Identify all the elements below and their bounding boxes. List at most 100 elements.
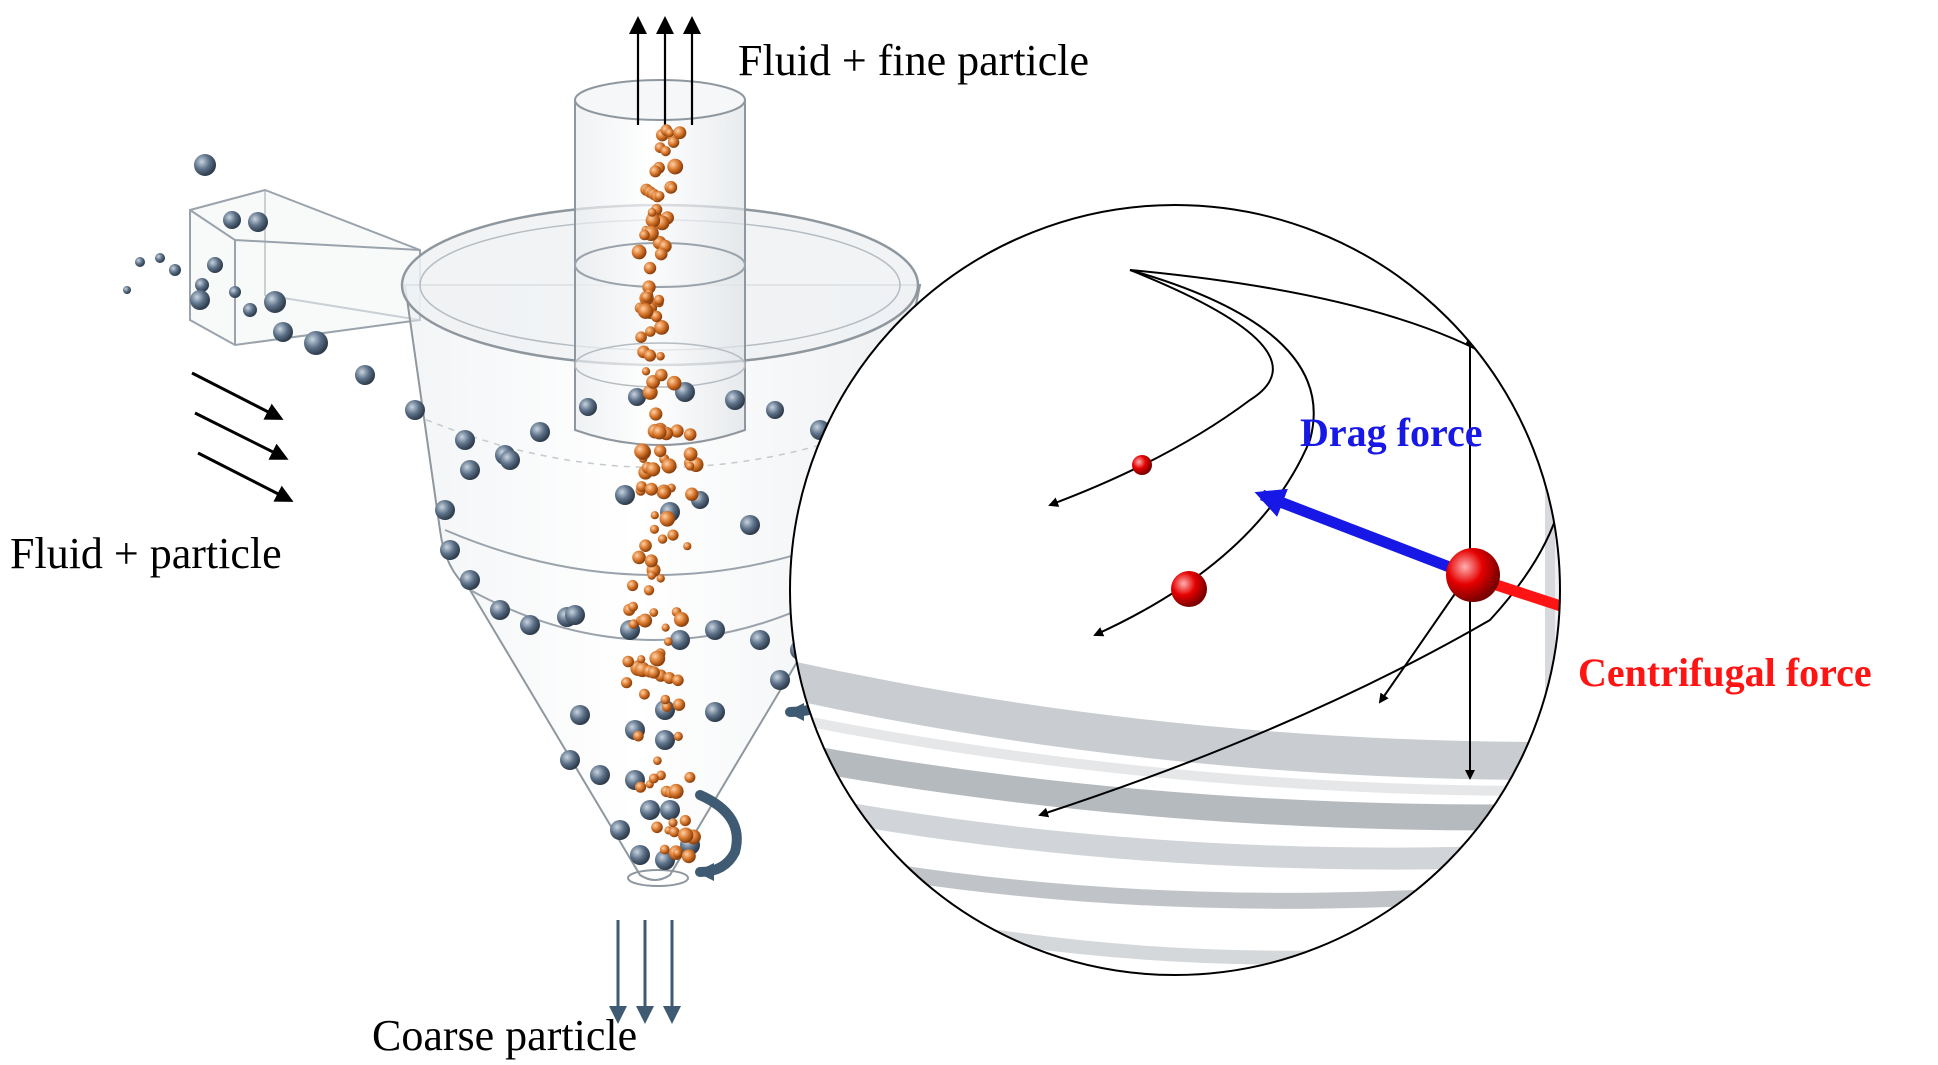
fine-particle — [647, 666, 660, 679]
fine-particle — [646, 462, 661, 477]
fine-particle — [634, 443, 650, 460]
detail-particle-small — [1132, 455, 1152, 475]
fine-particle — [684, 771, 696, 783]
fine-particle — [672, 848, 683, 858]
coarse-particle — [615, 485, 635, 505]
detail-particle-large — [1446, 548, 1500, 602]
coarse-particle — [405, 400, 425, 420]
coarse-particles — [123, 154, 870, 870]
fine-particle — [639, 688, 650, 700]
coarse-particle — [435, 500, 455, 520]
fine-particle — [661, 701, 672, 712]
coarse-particle — [705, 702, 725, 722]
fine-particle — [673, 126, 687, 140]
fine-particle — [647, 207, 657, 217]
fine-particle — [632, 730, 644, 742]
fine-particle — [643, 349, 657, 362]
fine-particle — [659, 511, 676, 527]
fine-particle — [628, 601, 638, 612]
coarse-particle — [579, 398, 597, 416]
coarse-particle — [123, 286, 131, 294]
fine-particle — [678, 827, 694, 843]
coarse-particle — [520, 615, 540, 635]
fine-particle — [679, 815, 691, 827]
coarse-particle — [500, 450, 520, 470]
zoom-detail — [789, 204, 1561, 976]
fine-particle — [621, 677, 633, 689]
coarse-particle — [770, 670, 790, 690]
fine-particles — [621, 124, 704, 864]
coarse-particle — [223, 211, 241, 229]
fine-particle — [660, 694, 671, 705]
fine-particle — [657, 534, 668, 544]
fine-particle — [650, 511, 659, 520]
fine-particle — [647, 571, 656, 580]
fine-particle — [650, 310, 663, 323]
fine-particle — [654, 191, 665, 201]
fine-particle — [632, 550, 646, 565]
fine-particle — [643, 261, 657, 275]
coarse-particle — [490, 600, 510, 620]
coarse-particle — [750, 630, 770, 650]
coarse-particle — [740, 515, 760, 535]
coarse-particle — [705, 620, 725, 640]
fine-particle — [654, 320, 669, 335]
fine-particle — [642, 280, 656, 294]
coarse-particle — [460, 460, 480, 480]
fine-particle — [651, 821, 663, 834]
detail-particle-medium — [1171, 571, 1207, 607]
coarse-particle — [640, 800, 660, 820]
coarse-particle — [207, 257, 223, 273]
coarse-particle — [229, 286, 241, 298]
fine-particle — [667, 158, 684, 175]
outlet-bottom-arrows — [609, 920, 681, 1024]
fine-particle — [637, 655, 646, 664]
coarse-particle — [670, 630, 690, 650]
fine-particle — [668, 783, 684, 799]
coarse-particle — [194, 154, 216, 176]
fine-particle — [649, 165, 662, 178]
coarse-particle — [565, 605, 585, 625]
fine-particle — [666, 375, 682, 391]
inlet-label: Fluid + particle — [10, 529, 282, 578]
fine-particle — [672, 674, 684, 687]
fine-particle — [685, 487, 699, 501]
fine-particle — [645, 326, 656, 337]
centrifugal-force-label: Centrifugal force — [1578, 650, 1872, 695]
fine-particle — [683, 428, 697, 441]
fine-particle — [665, 128, 675, 138]
coarse-particle — [440, 540, 460, 560]
fine-particle — [668, 818, 678, 828]
fine-particle — [673, 612, 689, 627]
fine-particle — [649, 524, 660, 534]
coarse-particle — [590, 765, 610, 785]
fine-particle — [649, 650, 666, 667]
drag-force-label: Drag force — [1300, 410, 1483, 455]
fine-particle — [670, 424, 684, 438]
fine-particle — [653, 756, 662, 765]
drag-force-arrow — [1254, 488, 1467, 579]
coarse-particle — [655, 730, 675, 750]
fine-particle — [683, 542, 692, 551]
coarse-particle — [530, 422, 550, 442]
coarse-particle — [610, 820, 630, 840]
fine-particle — [664, 637, 673, 646]
fine-particle — [655, 368, 668, 382]
fine-particle — [634, 781, 647, 793]
coarse-particle — [560, 750, 580, 770]
coarse-particle — [195, 278, 209, 292]
coarse-particle — [460, 570, 480, 590]
coarse-particle — [660, 800, 680, 820]
fine-particle — [685, 461, 695, 471]
fine-particle — [652, 425, 667, 440]
fine-particle — [659, 844, 670, 855]
fine-particle — [643, 585, 655, 596]
inlet-arrows — [191, 371, 294, 502]
fine-particle — [661, 458, 677, 474]
fine-particle — [657, 486, 671, 499]
coarse-particle — [630, 845, 650, 865]
outlet-top-arrows — [629, 16, 701, 125]
fine-particle — [641, 367, 651, 376]
swirl-arrow-3 — [695, 790, 742, 881]
coarse-particle — [264, 291, 286, 313]
